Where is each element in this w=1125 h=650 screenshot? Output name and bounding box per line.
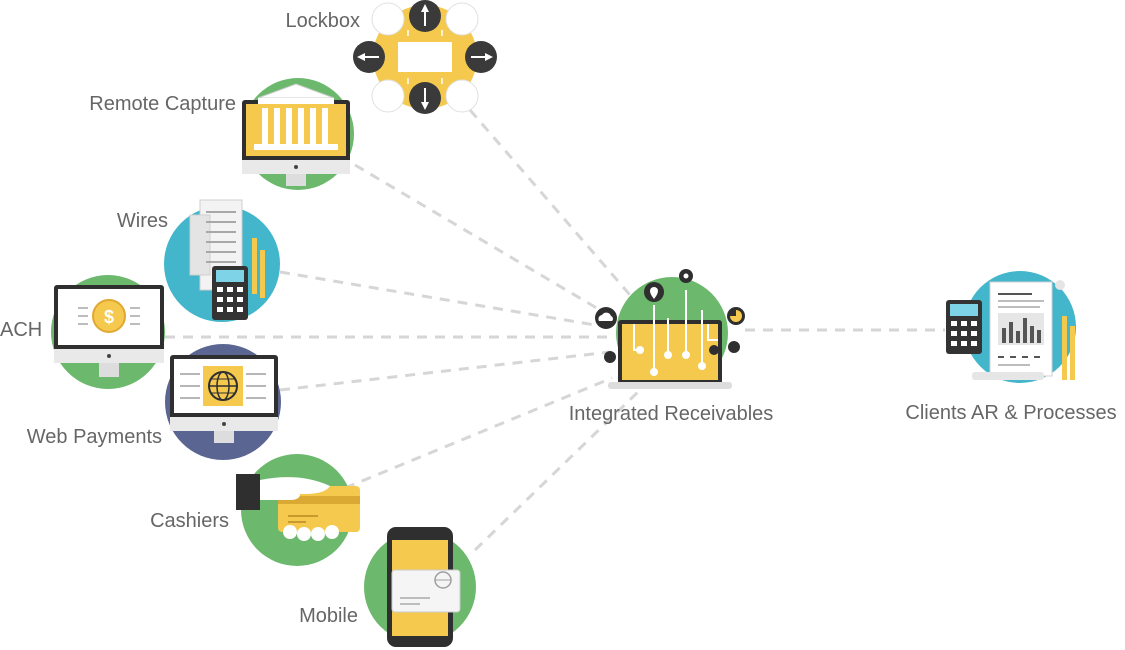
card-hand-icon — [236, 474, 360, 541]
label-remote-capture: Remote Capture — [89, 93, 236, 115]
hub-node — [595, 269, 745, 389]
connectors — [165, 109, 945, 552]
label-wires: Wires — [117, 210, 168, 232]
connector-lockbox — [468, 109, 632, 296]
smartphone-card-icon — [387, 527, 461, 647]
label-cashiers: Cashiers — [150, 510, 229, 532]
vault-icon — [353, 0, 497, 114]
ach-node: $ — [51, 275, 165, 389]
clients-node — [946, 271, 1076, 383]
globe-monitor-icon — [170, 355, 278, 443]
mobile-node — [364, 527, 476, 647]
label-mobile: Mobile — [299, 605, 358, 627]
laptop-network-icon — [595, 269, 745, 389]
connector-mobile — [473, 388, 642, 552]
wires-node — [164, 199, 280, 322]
lockbox-node — [353, 0, 497, 114]
label-ach: ACH — [0, 319, 42, 341]
dollar-monitor-icon: $ — [54, 285, 164, 377]
label-web-payments: Web Payments — [27, 426, 162, 448]
document-chart-icon — [946, 280, 1075, 380]
connector-remote-capture — [354, 163, 601, 312]
receipt-calculator-icon — [189, 199, 265, 320]
connector-web-payments — [279, 350, 611, 392]
remote-capture-node — [242, 78, 354, 190]
cashiers-node — [236, 454, 360, 566]
bank-monitor-icon — [242, 83, 350, 186]
web-payments-node — [165, 344, 281, 460]
label-clients: Clients AR & Processes — [905, 402, 1116, 424]
svg-text:$: $ — [104, 307, 114, 327]
connector-cashiers — [344, 376, 613, 490]
label-hub: Integrated Receivables — [569, 403, 774, 425]
label-lockbox: Lockbox — [286, 10, 361, 32]
